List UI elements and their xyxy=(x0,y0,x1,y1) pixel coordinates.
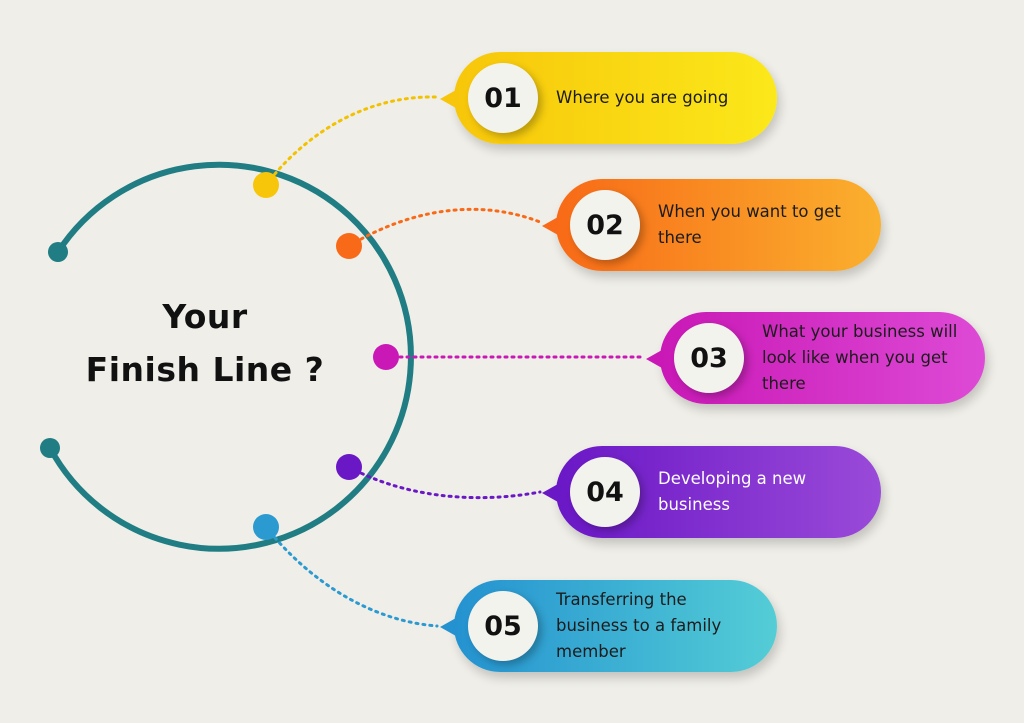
title-line-2: Finish Line ? xyxy=(85,350,325,389)
step-03-number: 03 xyxy=(674,323,744,393)
step-02-number: 02 xyxy=(570,190,640,260)
finish-line-arc xyxy=(47,161,414,552)
node-05 xyxy=(253,514,279,540)
step-03-card: 03 What your business will look like whe… xyxy=(646,312,985,404)
step-03-pointer xyxy=(646,350,662,368)
step-01-text: Where you are going xyxy=(556,88,729,107)
node-02 xyxy=(336,233,362,259)
step-02-card: 02 When you want to get there xyxy=(542,179,881,271)
step-01-card: 01 Where you are going xyxy=(440,52,777,144)
step-02-text: When you want to get there xyxy=(658,202,841,247)
node-01 xyxy=(253,172,279,198)
step-04-card: 04 Developing a new business xyxy=(542,446,881,538)
step-05-text: Transferring the business to a family me… xyxy=(556,590,722,661)
connector-01 xyxy=(264,95,439,187)
node-03 xyxy=(373,344,399,370)
step-04-pointer xyxy=(542,484,558,502)
connector-05 xyxy=(264,525,439,628)
connector-02 xyxy=(347,207,542,248)
arc-start-dot xyxy=(48,242,68,262)
step-04-number: 04 xyxy=(570,457,640,527)
step-01-number: 01 xyxy=(468,63,538,133)
step-05-number: 05 xyxy=(468,591,538,661)
step-02-pointer xyxy=(542,217,558,235)
step-05-card: 05 Transferring the business to a family… xyxy=(440,580,777,672)
step-04-text: Developing a new business xyxy=(658,469,807,514)
title-line-1: Your xyxy=(162,297,248,336)
connector-04 xyxy=(347,465,542,500)
arc-end-dot xyxy=(40,438,60,458)
step-05-pointer xyxy=(440,618,456,636)
node-04 xyxy=(336,454,362,480)
step-01-pointer xyxy=(440,90,456,108)
step-03-text: What your business will look like when y… xyxy=(762,322,958,393)
